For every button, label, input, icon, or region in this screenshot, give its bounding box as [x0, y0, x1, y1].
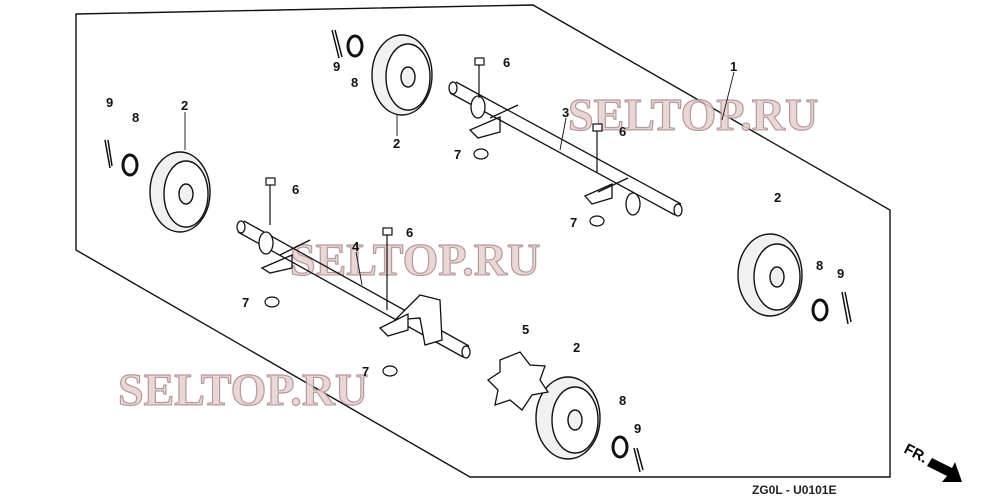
callout-7: 7: [570, 215, 577, 230]
callout-2: 2: [774, 190, 781, 205]
callout-7: 7: [454, 147, 461, 162]
shaft-front: [236, 220, 471, 359]
figure-code: ZG0L - U0101E: [752, 483, 836, 497]
leader-lines: [184, 71, 735, 286]
hub-cap-icon: [486, 351, 550, 411]
callout-6: 6: [619, 124, 626, 139]
callout-6: 6: [503, 55, 510, 70]
callout-9: 9: [837, 266, 844, 281]
assembly-frame: [75, 4, 891, 478]
callout-5: 5: [522, 322, 529, 337]
washer-icon: [121, 34, 829, 459]
callout-7: 7: [242, 295, 249, 310]
bolt-icon: [265, 57, 603, 310]
callout-9: 9: [333, 59, 340, 74]
wheel-icon: [149, 34, 803, 460]
callout-8: 8: [619, 393, 626, 408]
callout-8: 8: [351, 75, 358, 90]
callout-4: 4: [352, 239, 360, 254]
callout-labels: 9 8 6 1 9 8 2 2 3 6 7 6 6 4 2 7 8 9 7 5 …: [106, 55, 844, 436]
callout-7: 7: [362, 364, 369, 379]
nut-icon: [264, 148, 605, 377]
shaft-rear: [448, 81, 683, 217]
callout-1: 1: [730, 59, 737, 74]
callout-2: 2: [181, 98, 188, 113]
callout-2: 2: [393, 136, 400, 151]
watermark: SELTOP.RU: [290, 234, 540, 285]
front-arrow-icon: [927, 458, 962, 482]
callout-2: 2: [573, 340, 580, 355]
callout-8: 8: [816, 258, 823, 273]
callout-6: 6: [292, 182, 299, 197]
watermark: SELTOP.RU: [568, 89, 818, 140]
front-direction-label: FR.: [901, 441, 930, 467]
callout-3: 3: [562, 105, 569, 120]
watermark: SELTOP.RU: [118, 364, 368, 415]
callout-9: 9: [106, 95, 113, 110]
callout-6: 6: [406, 225, 413, 240]
cotter-pin-icon: [104, 29, 852, 473]
callout-9: 9: [634, 421, 641, 436]
callout-8: 8: [132, 110, 139, 125]
